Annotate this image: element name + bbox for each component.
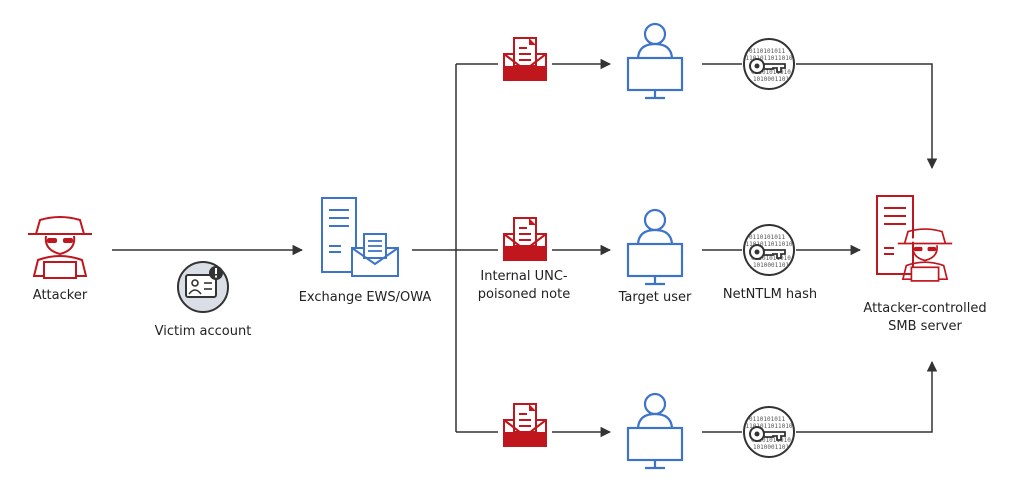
hacker-icon [27,216,93,279]
envelope-document-icon [503,37,547,81]
attacker-label: Attacker [32,288,88,303]
note-label-line2: poisoned note [477,287,571,302]
edge-hash-smb-top [796,63,938,170]
envelope-document-icon [503,403,547,447]
note-label-line1: Internal UNC- [480,269,568,284]
id-card-alert-icon [177,261,229,313]
exchange-label: Exchange EWS/OWA [298,290,432,305]
key-hash-icon [743,38,795,90]
target-user-label: Target user [618,290,692,305]
key-hash-icon [743,224,795,276]
server-mail-icon [321,197,399,277]
server-hacker-icon [876,195,954,282]
key-hash-icon [743,406,795,458]
edge-hash-smb-bottom [796,360,938,433]
smb-server-label: Attacker-controlled SMB server [840,300,1010,336]
note-label: Internal UNC- poisoned note [464,268,584,304]
netntlm-hash-label: NetNTLM hash [722,287,818,302]
smb-server-label-line2: SMB server [888,319,962,334]
envelope-document-icon [503,217,547,261]
user-computer-icon [626,392,684,470]
user-computer-icon [626,208,684,286]
user-computer-icon [626,22,684,100]
smb-server-label-line1: Attacker-controlled [863,301,987,316]
victim-account-label: Victim account [154,324,252,339]
